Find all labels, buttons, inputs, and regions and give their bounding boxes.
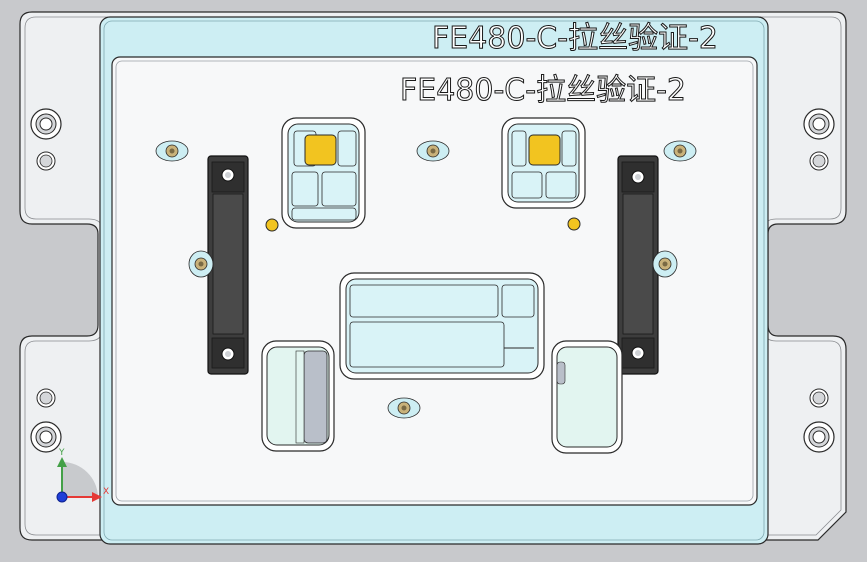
yellow-pad-right	[528, 134, 561, 166]
fastener-bottom-center	[387, 397, 421, 419]
top-plate-edge	[103, 20, 765, 541]
fastener-top-right	[663, 140, 697, 162]
locating-pin-left	[265, 218, 279, 232]
mounting-hole-bottom-left	[30, 421, 62, 453]
mounting-hole-bottom-right	[803, 421, 835, 453]
pin-hole-bottom-right	[809, 388, 829, 408]
axis-z-origin	[56, 491, 68, 503]
part-label-top: FE480-C-拉丝验证-2	[432, 21, 718, 56]
pocket-bottom-left	[261, 340, 335, 452]
pocket-top-right	[501, 117, 586, 209]
pin-hole-bottom-left	[36, 388, 56, 408]
pocket-center	[339, 272, 545, 380]
mounting-hole-top-left	[30, 108, 62, 140]
fastener-mid-right	[652, 250, 678, 278]
inner-plate-edge	[115, 60, 754, 502]
fastener-top-left	[155, 140, 189, 162]
axis-x-arrow	[92, 492, 102, 502]
locating-pin-right	[567, 217, 581, 231]
yellow-pad-left	[304, 134, 337, 166]
axis-x-label: X	[103, 487, 109, 497]
pocket-bottom-right	[551, 340, 623, 454]
clamp-bar-left	[207, 155, 249, 375]
axis-y-arrow	[57, 457, 67, 467]
pocket-top-left	[281, 117, 366, 229]
fastener-mid-left	[188, 250, 214, 278]
base-plate-inner-edge	[24, 16, 842, 536]
clamp-bar-right	[617, 155, 659, 375]
axis-y-label: Y	[58, 448, 65, 458]
pin-hole-top-left	[36, 151, 56, 171]
axis-triad: Y X	[56, 448, 109, 503]
part-label-inner: FE480-C-拉丝验证-2	[400, 73, 686, 108]
mounting-hole-top-right	[803, 108, 835, 140]
pin-hole-top-right	[809, 151, 829, 171]
fastener-top-center	[416, 140, 450, 162]
